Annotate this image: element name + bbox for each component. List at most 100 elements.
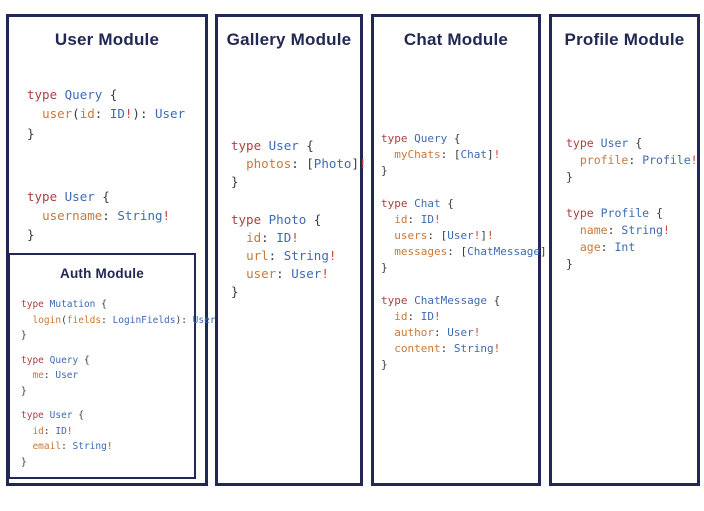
code-token: { (649, 206, 663, 221)
code-token (231, 266, 246, 281)
code-token (27, 106, 42, 121)
code-line: } (27, 124, 205, 143)
code-token: : (440, 341, 454, 355)
code-token (381, 229, 394, 242)
code-token: ! (487, 228, 494, 242)
code-token (381, 310, 394, 323)
code-line: } (231, 173, 360, 191)
code-area-profile-module: type User { profile: Profile!}type Profi… (552, 135, 698, 273)
code-token: ChatMessage (467, 244, 540, 258)
code-token: } (381, 163, 388, 177)
code-token: String (453, 341, 494, 355)
code-token: : (407, 310, 421, 324)
code-token: ! (690, 152, 698, 167)
code-line: me: User (21, 368, 194, 384)
code-token: : (261, 230, 277, 245)
code-line: type User { (27, 187, 205, 206)
code-area-gallery-module: type User { photos: [Photo]!}type Photo … (218, 137, 367, 301)
code-token: Photo (313, 156, 352, 171)
code-line: type Photo { (231, 211, 360, 229)
code-token (231, 156, 246, 171)
code-token: : (268, 248, 284, 263)
code-token: ! (162, 208, 171, 224)
code-area-user-module: type Query { user(id: ID!): User}type Us… (9, 85, 205, 245)
code-token: type (21, 354, 44, 366)
code-token (566, 223, 580, 237)
code-token: id (246, 230, 262, 245)
code-token (57, 87, 65, 102)
code-token: { (447, 132, 461, 145)
code-token: Profile (642, 152, 691, 167)
code-token: { (486, 294, 501, 308)
code-token: ID (55, 425, 67, 437)
code-token (261, 138, 269, 153)
code-token: type (381, 197, 408, 211)
code-token: id (32, 425, 44, 437)
code-token: } (21, 456, 27, 468)
code-token: } (381, 357, 388, 371)
code-token: ! (321, 266, 329, 281)
code-token: { (72, 410, 84, 421)
code-token: user (246, 266, 277, 281)
code-token: } (566, 169, 573, 184)
code-token (381, 245, 394, 258)
code-token: profile (579, 152, 629, 167)
code-line: email: String! (21, 439, 194, 455)
code-line: url: String! (231, 247, 360, 265)
code-token: : (276, 266, 292, 281)
code-token: type (566, 136, 594, 150)
code-token: username (42, 208, 103, 224)
code-token: type (27, 188, 58, 204)
code-token: } (231, 174, 239, 189)
code-line: id: ID! (231, 229, 360, 247)
code-token: } (231, 284, 239, 299)
panel-title-profile-module: Profile Module (564, 30, 685, 49)
code-token: myChats (394, 147, 441, 161)
code-line: users: [User!]! (381, 228, 538, 244)
code-line: type User { (231, 137, 360, 155)
code-token: { (95, 299, 107, 310)
code-token: Profile (600, 206, 650, 221)
code-token: Query (64, 87, 103, 102)
code-line: type Query { (381, 131, 538, 147)
code-token (381, 213, 394, 226)
code-block: type User { username: String!} (27, 187, 205, 245)
code-token: : [ (447, 244, 468, 258)
code-token: Query (414, 132, 448, 145)
code-token: : (43, 425, 56, 437)
code-token: ! (328, 248, 337, 263)
code-token: login (32, 314, 62, 326)
code-token: : [ (291, 156, 314, 171)
code-line: type User { (21, 408, 194, 424)
code-token: id (394, 310, 408, 324)
code-token: ! (358, 156, 367, 171)
panel-auth-module: Auth Module type Mutation { login(fields… (8, 253, 216, 479)
code-token: ! (434, 310, 441, 324)
code-line: user: User! (231, 265, 360, 283)
code-token: User (291, 266, 322, 281)
code-token: : (434, 325, 448, 339)
code-token: ): (175, 314, 193, 326)
code-token (566, 153, 580, 167)
code-token: ( (72, 106, 80, 122)
code-line: } (381, 357, 538, 373)
code-token: content (394, 341, 441, 355)
panel-title-user-module: User Module (54, 30, 160, 49)
code-token: : (102, 208, 118, 224)
code-line: myChats: [Chat]! (381, 147, 538, 163)
panel-title-chat-module: Chat Module (403, 30, 509, 49)
code-token: } (27, 125, 35, 141)
code-token (381, 326, 394, 339)
code-token: { (94, 188, 110, 204)
code-token: name (579, 223, 608, 238)
panel-title-auth-module: Auth Module (60, 266, 144, 281)
code-token: : (94, 106, 110, 122)
code-token: ! (291, 230, 299, 245)
code-token: : (101, 314, 113, 326)
code-token (231, 230, 246, 245)
code-token: fields (66, 314, 102, 326)
code-token: Mutation (49, 299, 96, 310)
code-line: type Profile { (566, 205, 697, 222)
code-token (27, 208, 42, 223)
